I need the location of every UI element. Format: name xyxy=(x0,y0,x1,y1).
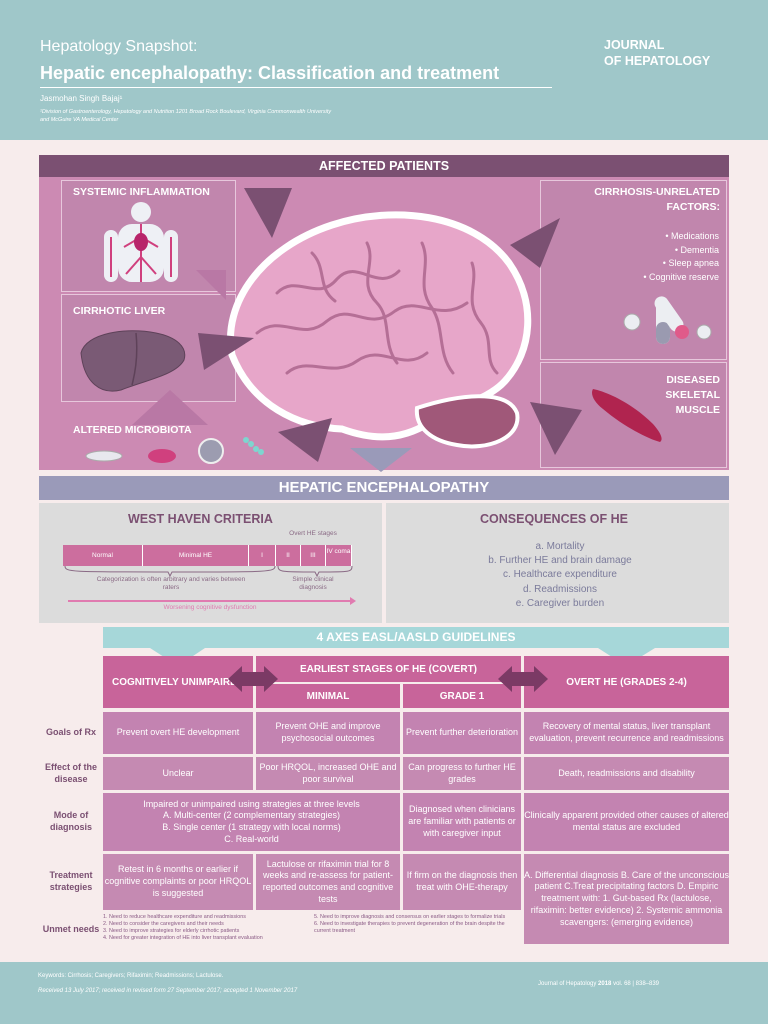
citation-volume: vol. 68 | 838–839 xyxy=(613,981,660,987)
cell-diagnosis-covert: Impaired or unimpaired using strategies … xyxy=(103,793,400,851)
cell-treatment-minimal: Lactulose or rifaximin trial for 8 weeks… xyxy=(256,854,400,910)
stage-ii: II xyxy=(276,545,301,566)
overt-stages-label: Overt HE stages xyxy=(289,530,337,537)
page-header: Hepatology Snapshot: Hepatic encephalopa… xyxy=(0,0,768,140)
row-label-treatment: Treatment strategies xyxy=(49,870,93,892)
systemic-inflammation-label: SYSTEMIC INFLAMMATION xyxy=(73,186,210,198)
cell-effect-unimpaired: Unclear xyxy=(103,757,253,790)
list-item: • Cognitive reserve xyxy=(643,271,719,282)
list-item: • Medications xyxy=(665,231,719,241)
cell-goals-overt: Recovery of mental status, liver transpl… xyxy=(524,712,729,754)
hepatic-encephalopathy-title: HEPATIC ENCEPHALOPATHY xyxy=(39,476,729,500)
row-label-effect: Effect of the disease xyxy=(44,761,97,784)
row-label-diagnosis: Mode of diagnosis xyxy=(49,810,92,832)
keywords: Keywords: Cirrhosis; Caregivers; Rifaxim… xyxy=(38,973,224,979)
list-item: 1. Need to reduce healthcare expenditure… xyxy=(103,914,246,920)
diagnosis-covert-b: B. Single center (1 strategy with local … xyxy=(162,822,341,832)
row-label-goals: Goals of Rx xyxy=(45,727,96,738)
list-item: 4. Need for greater integration of HE in… xyxy=(103,934,263,941)
col-header-grade1: GRADE 1 xyxy=(403,684,521,708)
bacteria-icon xyxy=(85,437,264,464)
cirrhotic-liver-label: CIRRHOTIC LIVER xyxy=(73,305,166,317)
cell-effect-grade1: Can progress to further HE grades xyxy=(403,757,521,790)
list-item: c. Healthcare expenditure xyxy=(503,569,617,581)
cell-treatment-unimpaired: Retest in 6 months or earlier if cogniti… xyxy=(103,854,253,910)
double-arrow-left xyxy=(228,666,278,692)
list-item: d. Readmissions xyxy=(523,583,597,595)
consequences-title: CONSEQUENCES OF HE xyxy=(480,512,628,526)
list-item: a. Mortality xyxy=(535,541,585,552)
list-item: e. Caregiver burden xyxy=(515,597,605,609)
received-dates: Received 13 July 2017; received in revis… xyxy=(38,988,298,994)
diagnosis-covert-a: A. Multi-center (2 complementary strateg… xyxy=(162,810,341,821)
arbitrary-note: Categorization is often arbitrary and va… xyxy=(96,576,246,592)
worsening-label: Worsening cognitive dysfunction xyxy=(163,604,257,611)
cirrhosis-unrelated-title: CIRRHOSIS-UNRELATED FACTORS: xyxy=(594,186,720,214)
cell-diagnosis-grade1: Diagnosed when clinicians are familiar w… xyxy=(403,793,521,851)
row-label-unmet: Unmet needs xyxy=(42,924,100,935)
cell-goals-grade1: Prevent further deterioration xyxy=(403,712,521,754)
col-header-unimpaired: COGNITIVELY UNIMPAIRED xyxy=(103,656,253,708)
cell-effect-minimal: Poor HRQOL, increased OHE and poor survi… xyxy=(256,757,400,790)
simple-diagnosis-note: Simple clinical diagnosis xyxy=(292,576,334,592)
citation-year: 2018 xyxy=(598,981,612,987)
journal-logo: JOURNAL OF HEPATOLOGY xyxy=(604,38,710,69)
list-item: 3. Need to improve strategies for elderl… xyxy=(103,927,240,934)
stage-normal: Normal xyxy=(63,545,143,566)
west-haven-brackets xyxy=(64,565,356,605)
stage-minimal: Minimal HE xyxy=(143,545,249,566)
double-arrow-right xyxy=(498,666,548,692)
diagnosis-covert-c: C. Real-world xyxy=(224,833,279,844)
list-item: 6. Need to investigate therapies to prev… xyxy=(314,920,505,934)
brain-illustration xyxy=(227,211,532,449)
stage-iv-coma: IV coma xyxy=(326,545,352,566)
affected-patients-title: AFFECTED PATIENTS xyxy=(39,155,729,177)
cirrhosis-unrelated-list: • Medications • Dementia • Sleep apnea •… xyxy=(600,230,719,284)
unmet-needs-right: 5. Need to improve diagnosis and consens… xyxy=(314,914,522,935)
pills-icon xyxy=(623,296,712,344)
west-haven-title: WEST HAVEN CRITERIA xyxy=(128,512,273,526)
author: Jasmohan Singh Bajaj¹ xyxy=(40,94,123,103)
list-item: 5. Need to improve diagnosis and consens… xyxy=(314,914,506,920)
page-footer: Keywords: Cirrhosis; Caregivers; Rifaxim… xyxy=(0,962,768,1024)
col-header-covert: EARLIEST STAGES OF HE (COVERT) xyxy=(256,656,521,682)
affiliation: ¹Division of Gastroenterology, Hepatolog… xyxy=(40,109,332,123)
col-header-minimal: MINIMAL xyxy=(256,684,400,708)
diseased-muscle-label: DISEASED SKELETAL MUSCLE xyxy=(665,374,720,417)
cell-goals-minimal: Prevent OHE and improve psychosocial out… xyxy=(256,712,400,754)
title-divider xyxy=(40,87,552,88)
consequences-panel xyxy=(386,503,729,623)
altered-microbiota-label: ALTERED MICROBIOTA xyxy=(73,424,192,436)
page-title: Hepatic encephalopathy: Classification a… xyxy=(40,63,500,83)
axes-title: 4 AXES EASL/AASLD GUIDELINES xyxy=(103,627,729,648)
cell-goals-unimpaired: Prevent overt HE development xyxy=(103,712,253,754)
vascular-body-icon xyxy=(104,202,178,282)
cell-treatment-overt: A. Differential diagnosis B. Care of the… xyxy=(524,854,729,944)
list-item: 2. Need to consider the caregivers and t… xyxy=(103,920,224,927)
citation-journal: Journal of Hepatology xyxy=(538,981,597,987)
cell-diagnosis-overt: Clinically apparent provided other cause… xyxy=(524,793,729,851)
list-item: • Dementia xyxy=(674,244,719,255)
citation: Journal of Hepatology 2018 vol. 68 | 838… xyxy=(538,981,659,987)
list-item: b. Further HE and brain damage xyxy=(488,555,632,567)
diagnosis-covert-intro: Impaired or unimpaired using strategies … xyxy=(143,798,360,809)
unmet-needs-left: 1. Need to reduce healthcare expenditure… xyxy=(103,914,313,942)
stage-i: I xyxy=(249,545,276,566)
col-header-overt: OVERT HE (GRADES 2-4) xyxy=(524,656,729,708)
cell-effect-overt: Death, readmissions and disability xyxy=(524,757,729,790)
stage-iii: III xyxy=(301,545,326,566)
liver-icon xyxy=(80,330,186,392)
journal-logo-line1: JOURNAL xyxy=(604,38,665,52)
list-item: • Sleep apnea xyxy=(662,258,719,268)
muscle-icon xyxy=(592,389,662,442)
consequences-list: a. Mortality b. Further HE and brain dam… xyxy=(390,540,730,611)
snapshot-kicker: Hepatology Snapshot: xyxy=(40,38,198,55)
journal-logo-line2: OF HEPATOLOGY xyxy=(604,53,711,68)
cell-treatment-grade1: If firm on the diagnosis then treat with… xyxy=(403,854,521,910)
